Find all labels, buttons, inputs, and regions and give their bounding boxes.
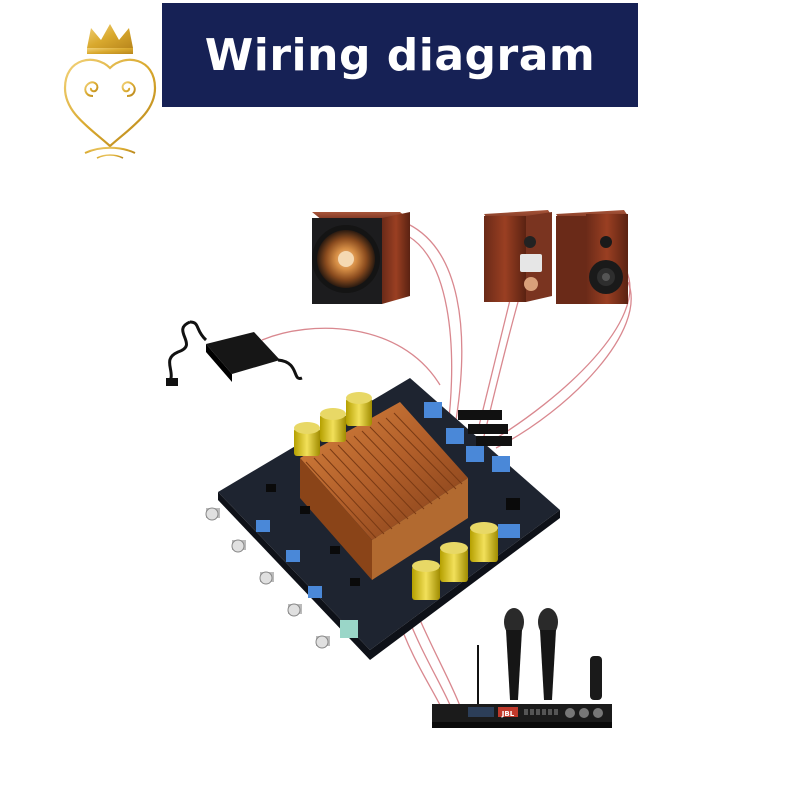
power-adapter-icon [166,322,302,386]
bookshelf-speakers-icon [484,210,628,304]
mixer-brand: JBL [501,710,515,718]
karaoke-mixer-icon: JBL [432,704,612,728]
wireless-microphones-icon [478,608,602,708]
subwoofer-icon [312,212,410,304]
